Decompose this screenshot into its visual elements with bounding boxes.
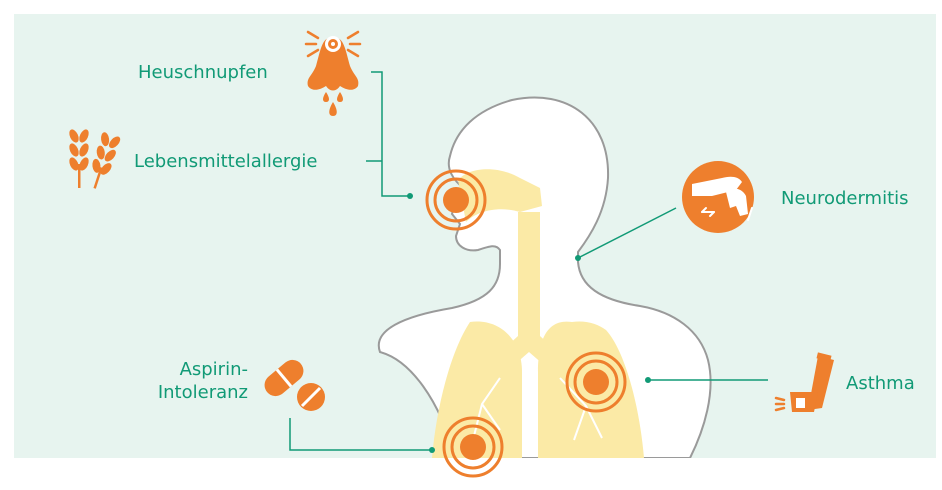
label-lebensmittelallergie: Lebensmittelallergie bbox=[134, 150, 318, 173]
label-neurodermitis: Neurodermitis bbox=[781, 187, 909, 210]
label-aspirin-intoleranz: Aspirin- Intoleranz bbox=[120, 358, 248, 404]
label-aspirin-line2: Intoleranz bbox=[120, 381, 248, 404]
target-lung-left-concentric-target-icon bbox=[444, 418, 502, 476]
target-nose-concentric-target-icon bbox=[427, 171, 485, 229]
scratching-arm-icon bbox=[682, 161, 754, 233]
label-heuschnupfen: Heuschnupfen bbox=[138, 61, 268, 84]
label-aspirin-line1: Aspirin- bbox=[120, 358, 248, 381]
label-asthma: Asthma bbox=[846, 372, 915, 395]
trachea bbox=[518, 212, 540, 340]
target-lung-right-concentric-target-icon bbox=[567, 353, 625, 411]
